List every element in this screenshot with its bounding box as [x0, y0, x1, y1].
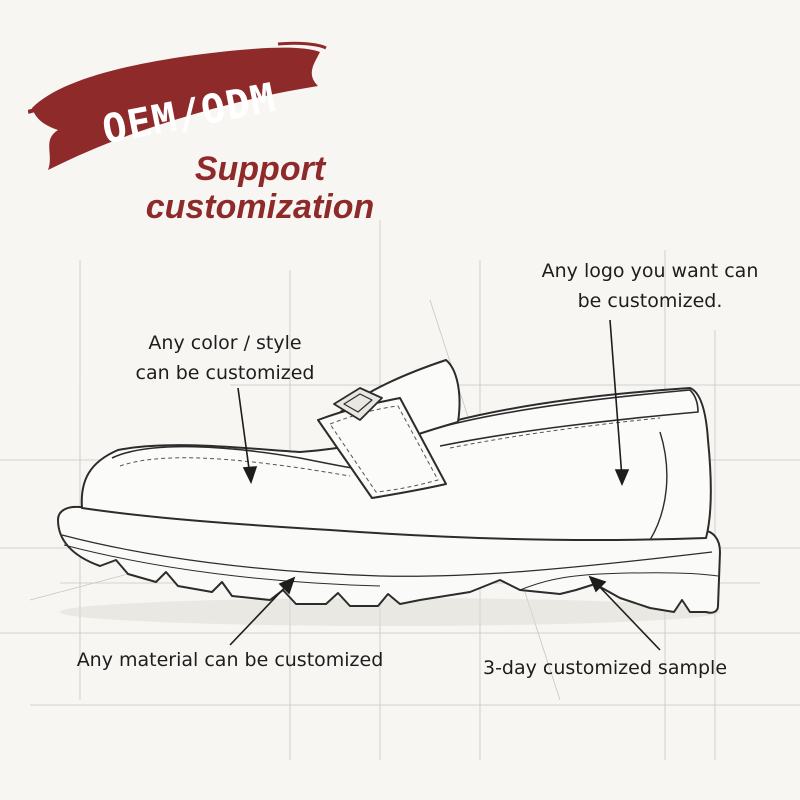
brush-stroke-shape — [27, 41, 327, 170]
logo-callout-line-1: Any logo you want can — [541, 260, 759, 282]
logo-callout: Any logo you want can be customized. — [520, 256, 780, 316]
tagline-line-2: customization — [145, 188, 375, 226]
color-callout-line-2: can be customized — [135, 362, 315, 384]
oem-odm-badge: OEM/ODM — [27, 30, 328, 180]
tagline-line-1: Support — [194, 150, 326, 188]
color-callout-line-1: Any color / style — [148, 332, 302, 354]
material-callout: Any material can be customized — [50, 645, 410, 675]
sample-callout: 3-day customized sample — [460, 653, 750, 683]
ground-shadow — [60, 598, 720, 626]
callout-arrows — [229, 319, 661, 651]
support-customization-heading: Support customization — [110, 150, 410, 226]
logo-callout-line-2: be customized. — [577, 290, 723, 312]
color-style-callout: Any color / style can be customized — [110, 328, 340, 388]
shoe-upper — [80, 359, 712, 541]
material-callout-text: Any material can be customized — [76, 649, 384, 671]
sample-callout-text: 3-day customized sample — [482, 657, 728, 679]
